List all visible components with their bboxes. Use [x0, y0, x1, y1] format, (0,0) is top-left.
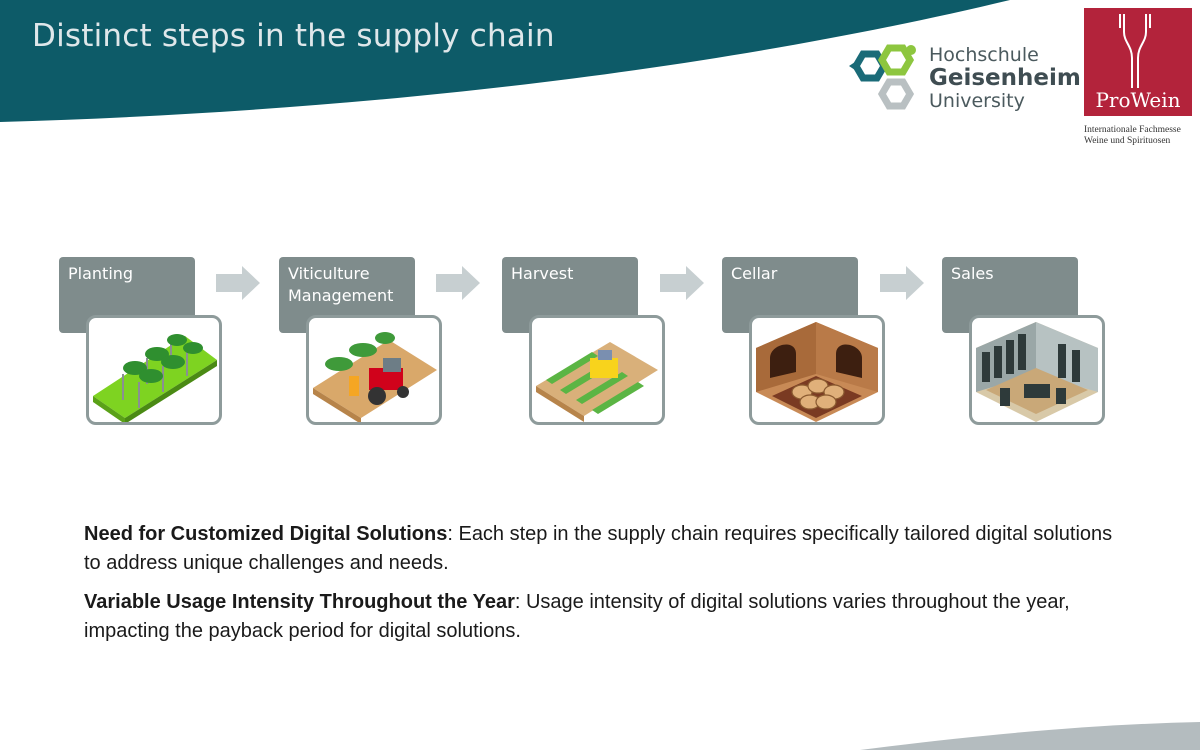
paragraph-usage-intensity: Variable Usage Intensity Throughout the …	[84, 588, 1114, 646]
hexagon-logo-icon	[849, 44, 916, 110]
vineyard-rows-icon	[93, 334, 217, 422]
body-text: Need for Customized Digital Solutions: E…	[84, 520, 1114, 656]
tractor-vineyard-icon	[313, 332, 437, 422]
paragraph-heading: Need for Customized Digital Solutions	[84, 523, 448, 545]
slide-title: Distinct steps in the supply chain	[32, 18, 555, 54]
hochschule-geisenheim-logo: Hochschule Geisenheim University	[843, 40, 1081, 118]
arrow-right-icon	[436, 266, 480, 300]
prowein-logo: ProWein	[1084, 8, 1192, 116]
step-image-harvest	[529, 315, 665, 425]
logo-text-hochschule: Hochschule	[929, 44, 1039, 66]
step-image-cellar	[749, 315, 885, 425]
step-image-viticulture-management	[306, 315, 442, 425]
prowein-tagline-line2: Weine und Spirituosen	[1084, 136, 1171, 146]
logo-text-university: University	[929, 90, 1025, 112]
step-label: Cellar	[731, 264, 778, 283]
paragraph-heading: Variable Usage Intensity Throughout the …	[84, 591, 515, 613]
paragraph-text: : Each step in the supply chain requires…	[84, 523, 1113, 574]
arrow-right-icon	[216, 266, 260, 300]
step-label: Harvest	[511, 264, 574, 283]
arrow-right-icon	[880, 266, 924, 300]
prowein-wordmark: ProWein	[1095, 88, 1181, 112]
paragraph-text: : Usage intensity of digital solutions v…	[84, 591, 1070, 642]
paragraph-customized-solutions: Need for Customized Digital Solutions: E…	[84, 520, 1114, 578]
header-band	[0, 0, 1010, 122]
logo-text-geisenheim: Geisenheim	[929, 65, 1081, 91]
wine-shop-icon	[976, 322, 1098, 422]
step-image-planting	[86, 315, 222, 425]
barrel-cellar-icon	[756, 322, 878, 422]
prowein-tagline-line1: Internationale Fachmesse	[1084, 125, 1181, 135]
step-label: Viticulture Management	[288, 264, 394, 305]
step-label: Planting	[68, 264, 134, 283]
step-label: Sales	[951, 264, 994, 283]
wine-bottles-icon	[1119, 14, 1151, 88]
grape-harvester-icon	[536, 342, 658, 422]
step-image-sales	[969, 315, 1105, 425]
arrow-right-icon	[660, 266, 704, 300]
footer-swoosh	[860, 722, 1200, 750]
prowein-tagline: Internationale Fachmesse Weine und Spiri…	[1084, 125, 1200, 147]
